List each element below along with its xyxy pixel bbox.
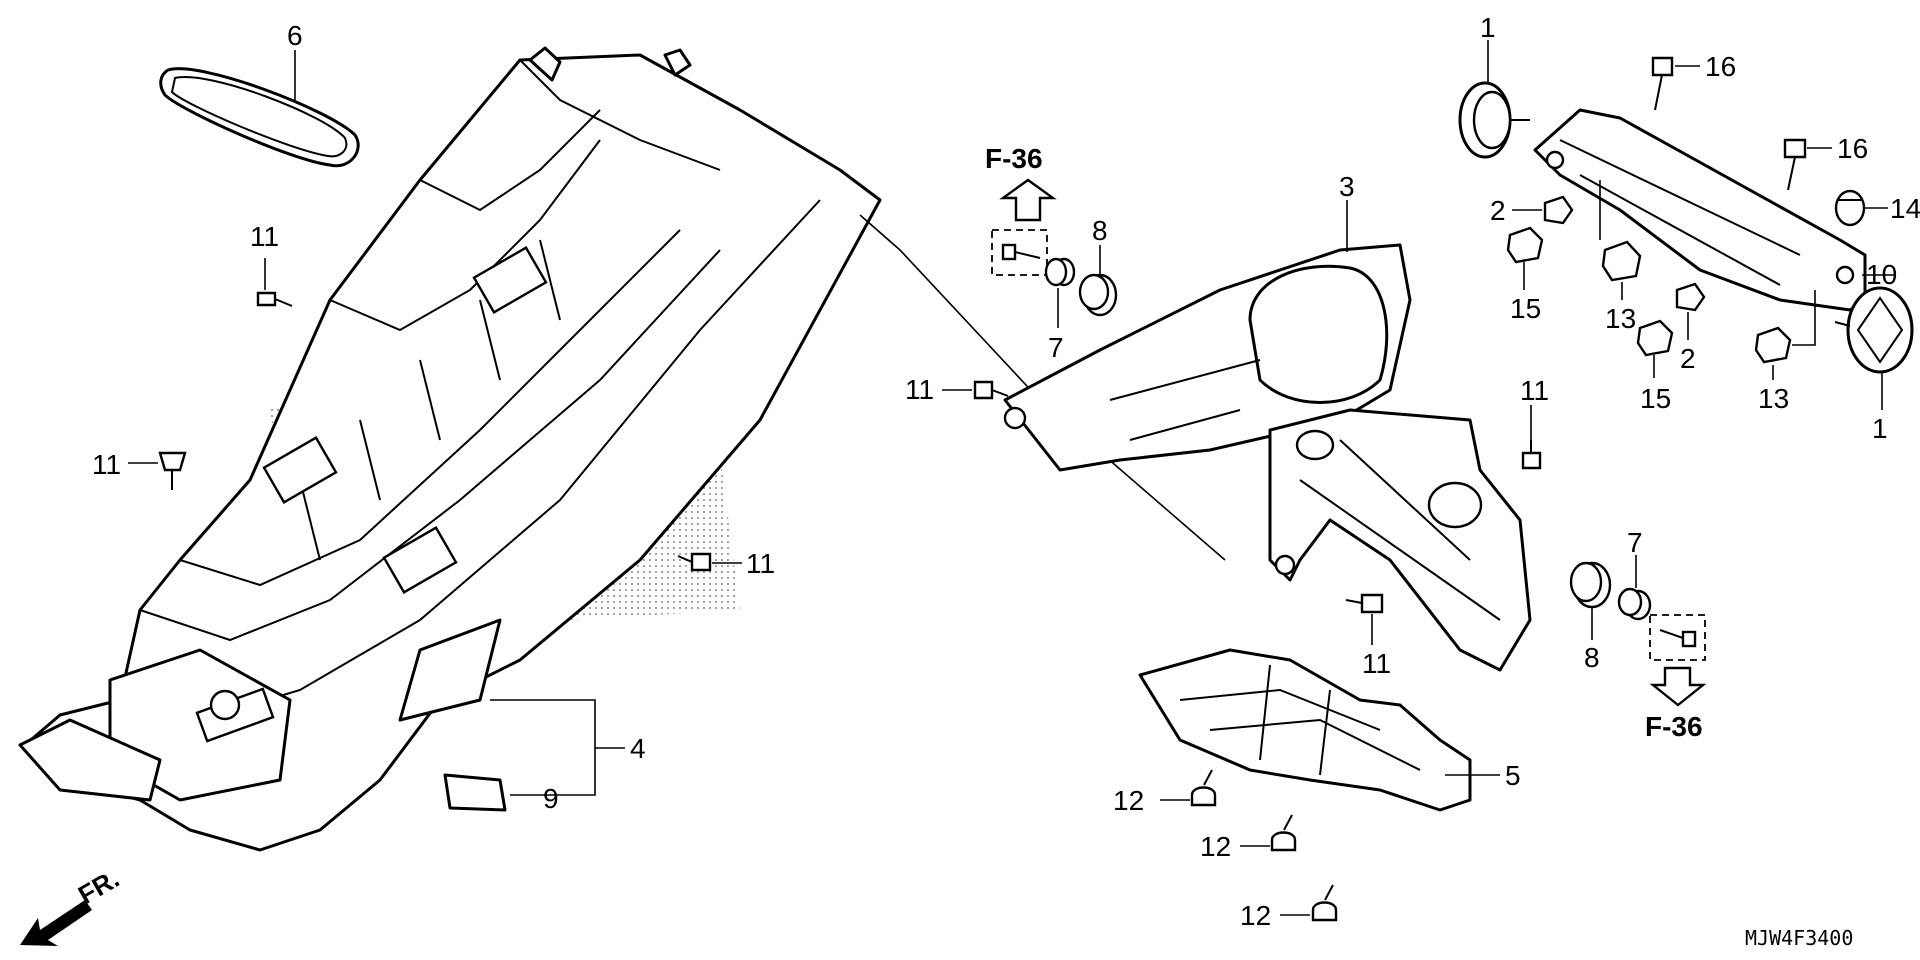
rear-inner-fender-part — [18, 46, 882, 852]
callout-12-c: 12 — [1240, 900, 1271, 931]
callout-11-f: 11 — [1362, 648, 1391, 679]
callout-16-a: 16 — [1705, 51, 1736, 82]
rear-fender-part — [1003, 243, 1532, 672]
callout-15-a: 15 — [1510, 293, 1541, 324]
front-arrow-icon — [20, 900, 92, 946]
nut-icon — [1543, 195, 1574, 225]
callout-12-b: 12 — [1200, 831, 1231, 862]
reference-arrow-icon — [999, 178, 1057, 222]
callout-4: 4 — [630, 733, 646, 764]
flange-nut-icon — [1636, 319, 1674, 357]
callout-1-a: 1 — [1480, 12, 1496, 43]
callout-14: 14 — [1890, 193, 1920, 224]
callout-1-b: 1 — [1872, 413, 1888, 444]
callout-7-b: 7 — [1627, 527, 1643, 558]
callout-16-b: 16 — [1837, 133, 1868, 164]
callout-8-b: 8 — [1584, 642, 1600, 673]
callout-11-a: 11 — [250, 221, 279, 252]
callout-3: 3 — [1339, 171, 1355, 202]
bolt-icon — [1001, 243, 1041, 261]
bolt-icon — [1659, 629, 1697, 648]
dashed-bolt-box-top — [991, 229, 1048, 276]
reflector-bracket-part — [1533, 108, 1867, 312]
reference-f36-bottom: F-36 — [1645, 711, 1703, 742]
flange-nut-icon — [1506, 226, 1544, 264]
grommet-part — [1569, 561, 1612, 609]
nut-icon — [1675, 282, 1706, 312]
callout-6: 6 — [287, 20, 303, 51]
reflector-part — [1458, 81, 1530, 159]
collar-part — [1617, 587, 1652, 621]
bolt-icon — [1521, 440, 1542, 470]
callout-7-a: 7 — [1048, 332, 1064, 363]
flange-nut-icon — [1754, 326, 1792, 364]
callout-11-b: 11 — [92, 449, 121, 480]
bolt-icon — [973, 380, 1009, 400]
callout-11-c: 11 — [746, 548, 775, 579]
callout-11-e: 11 — [1520, 375, 1549, 406]
bolt-icon — [677, 552, 712, 572]
reference-arrow-icon — [1649, 666, 1707, 707]
collar-part — [1044, 257, 1076, 287]
bolt-icon — [1783, 138, 1807, 191]
callout-13-b: 13 — [1758, 383, 1789, 414]
screw-icon — [1311, 884, 1338, 922]
callout-2-b: 2 — [1680, 343, 1696, 374]
callout-13-a: 13 — [1605, 303, 1636, 334]
flange-nut-icon — [1601, 240, 1642, 282]
callout-10: 10 — [1866, 259, 1897, 290]
screw-icon — [1190, 769, 1217, 807]
callout-9: 9 — [543, 783, 559, 814]
callout-5: 5 — [1505, 760, 1521, 791]
lower-panel-part — [1138, 648, 1472, 812]
pad-part — [443, 773, 507, 812]
callout-8-a: 8 — [1092, 215, 1108, 246]
reflector-part — [1834, 286, 1914, 374]
bolt-icon — [1345, 593, 1384, 614]
grommet-part — [1834, 189, 1866, 227]
reference-f36-top: F-36 — [985, 143, 1043, 174]
dashed-bolt-box-bottom — [1649, 614, 1706, 661]
bolt-icon — [158, 451, 187, 490]
callout-15-b: 15 — [1640, 383, 1671, 414]
callout-12-a: 12 — [1113, 785, 1144, 816]
screw-icon — [1270, 814, 1297, 852]
callout-11-d: 11 — [905, 374, 934, 405]
diagram-code: MJW4F3400 — [1745, 926, 1853, 950]
callout-2-a: 2 — [1490, 195, 1506, 226]
bolt-icon — [1651, 56, 1674, 111]
bolt-icon — [256, 291, 293, 307]
band-part — [159, 67, 360, 168]
grommet-part — [1078, 273, 1118, 317]
